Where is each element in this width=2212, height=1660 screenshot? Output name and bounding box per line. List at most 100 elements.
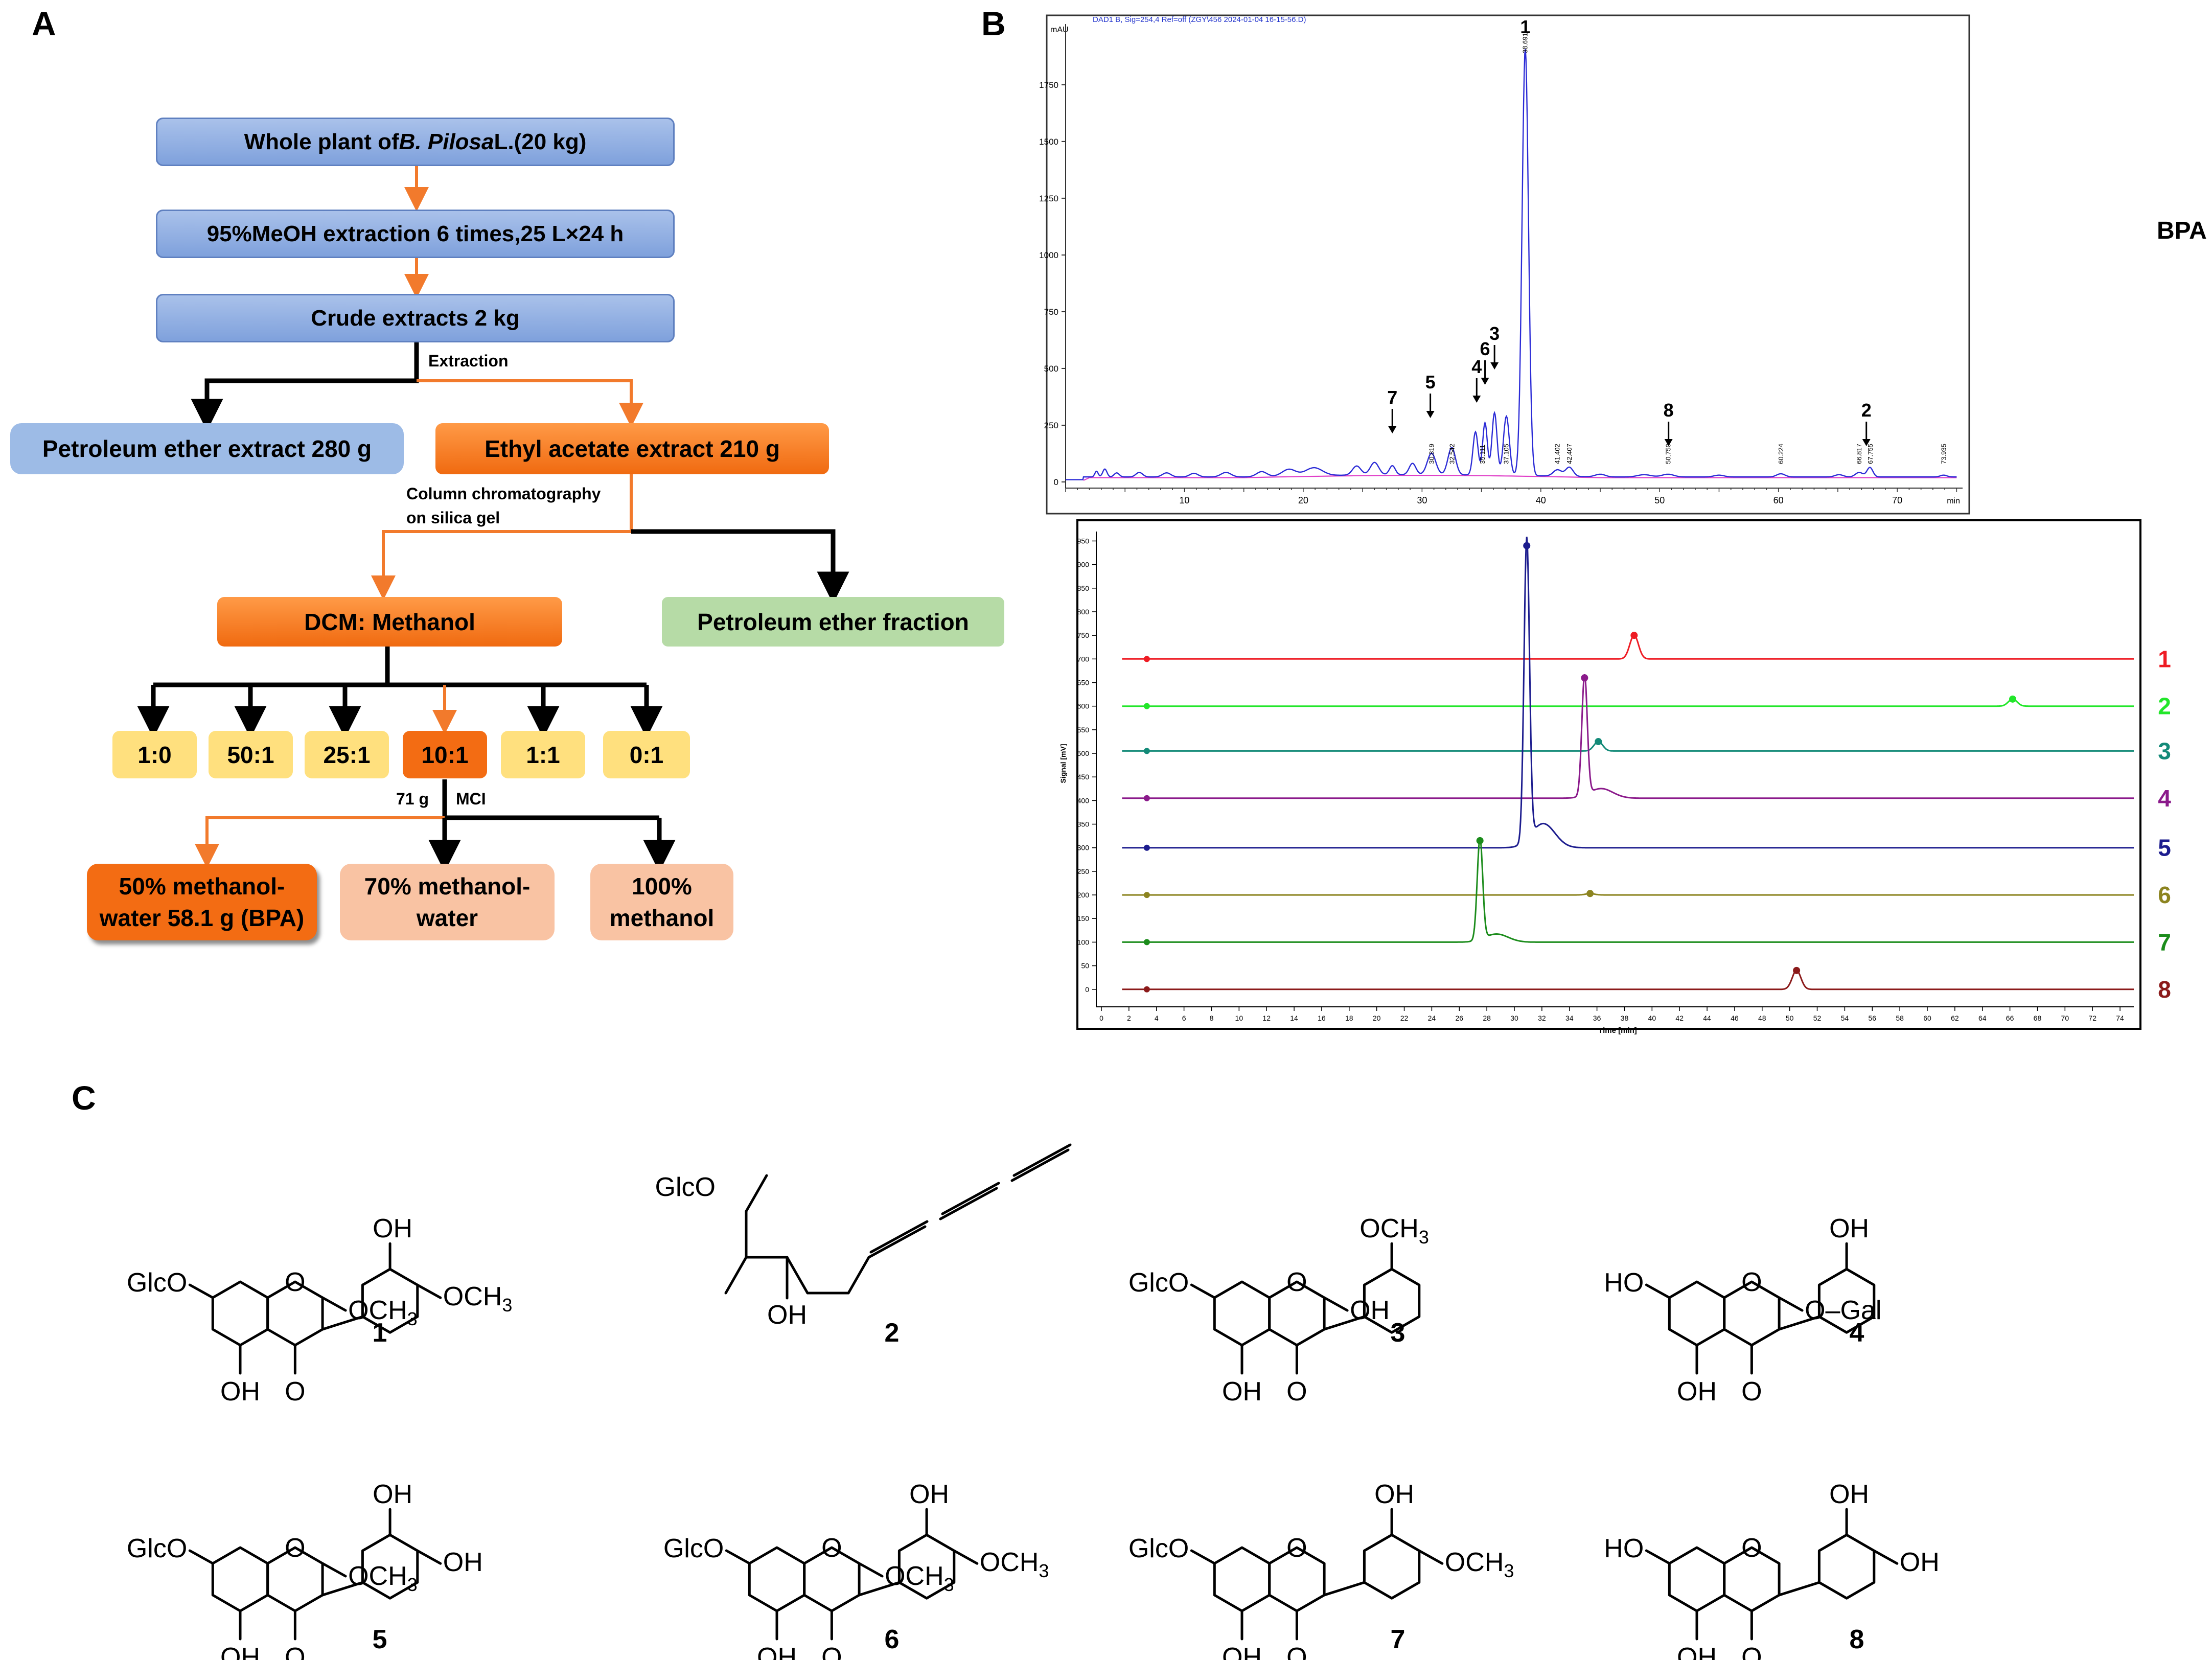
chain-bond-2: [724, 1256, 748, 1295]
oh5-6: OH: [757, 1643, 797, 1660]
output-bpa-line1: 50% methanol-: [119, 873, 285, 900]
ratio-box-4-selected: 10:1: [403, 731, 487, 778]
output-70-line2: water: [416, 905, 478, 931]
compound-name-7: 7: [1390, 1625, 1405, 1654]
compound-name-3: 3: [1390, 1318, 1405, 1348]
bpa-peak-arrowhead: [1862, 439, 1871, 446]
standards-marker-7: [1143, 939, 1150, 946]
bpa-x-tick-label: 10: [1179, 495, 1189, 505]
standards-x-tick-label: 0: [1099, 1014, 1103, 1022]
standards-marker-3: [1143, 748, 1150, 754]
sub7-bond-6: [725, 1549, 751, 1565]
compound-name-2: 2: [884, 1318, 900, 1348]
standards-x-tick-label: 34: [1565, 1014, 1574, 1022]
sub3p-5: OH: [373, 1480, 412, 1509]
standards-x-tick-label: 4: [1155, 1014, 1159, 1022]
alkyne-2: [1010, 1148, 1070, 1182]
standards-marker-6: [1143, 892, 1150, 898]
standards-y-label: Signal [mV]: [1059, 744, 1067, 783]
sub4p-8: OH: [1900, 1548, 1940, 1577]
ethyl-acetate-extract: Ethyl acetate extract 210 g: [435, 423, 829, 474]
output-bpa-line2: water 58.1 g (BPA): [99, 905, 305, 931]
standards-peak-marker-6: [1586, 890, 1594, 897]
standards-label-7: 7: [2158, 929, 2171, 955]
sub4p-bond-1: [416, 1283, 442, 1299]
bond-b-link-1: [321, 1315, 364, 1331]
column-note-2: on silica gel: [406, 509, 500, 527]
standards-trace-2: [1122, 698, 2134, 707]
standards-y-tick-label: 550: [1077, 726, 1090, 734]
sub7-bond-5: [188, 1549, 214, 1565]
standards-label-3: 3: [2158, 737, 2171, 764]
standards-x-tick-label: 24: [1428, 1014, 1436, 1022]
standards-x-tick-label: 26: [1455, 1014, 1463, 1022]
sub7-7: GlcO: [1128, 1534, 1189, 1563]
bpa-x-tick-label: 50: [1654, 495, 1665, 505]
bpa-y-tick-label: 1000: [1039, 250, 1058, 260]
sub3-4: O–Gal: [1805, 1296, 1881, 1325]
ring-o-1: O: [285, 1267, 305, 1297]
standards-label-1: 1: [2158, 645, 2171, 672]
standards-x-tick-label: 52: [1813, 1014, 1822, 1022]
bond-b-link-5: [321, 1581, 364, 1597]
standards-x-tick-label: 20: [1373, 1014, 1381, 1022]
mci-note: MCI: [456, 790, 486, 808]
chain-bond-2: [786, 1256, 809, 1295]
bpa-y-tick-label: 1750: [1039, 80, 1058, 90]
bond-b-link-8: [1778, 1581, 1821, 1597]
standards-x-tick-label: 48: [1758, 1014, 1766, 1022]
bpa-rt-label: 35.111: [1479, 445, 1486, 464]
output-70-methanol: 70% methanol- water: [340, 864, 555, 940]
standards-y-tick-label: 850: [1077, 584, 1090, 592]
standards-x-tick-label: 28: [1483, 1014, 1491, 1022]
sub4p-bond-6: [953, 1549, 979, 1565]
bond-b-link-4: [1778, 1315, 1821, 1331]
standards-x-tick-label: 70: [2061, 1014, 2069, 1022]
bpa-peak-label-4: 4: [1471, 356, 1482, 377]
sub7-4: HO: [1604, 1268, 1644, 1298]
ring-o-4: O: [1741, 1267, 1762, 1297]
standards-axes: 0501001502002503003504004505005506006507…: [1077, 532, 2134, 1022]
sub3p-1: OH: [373, 1214, 412, 1243]
carbonyl-o-8: O: [1741, 1643, 1762, 1660]
ring-a-5: [211, 1546, 269, 1612]
sub4p-6: OCH3: [980, 1548, 1049, 1581]
standards-x-tick-label: 50: [1786, 1014, 1794, 1022]
compound-name-6: 6: [884, 1625, 900, 1654]
standards-label-5: 5: [2158, 835, 2171, 861]
standards-y-tick-label: 150: [1077, 914, 1090, 923]
bpa-y-tick-label: 1500: [1039, 137, 1058, 147]
standards-trace-3: [1122, 741, 2134, 752]
oh5-7: OH: [1222, 1643, 1262, 1660]
bpa-rt-label: 66.817: [1855, 444, 1863, 464]
sub4p-7: OCH3: [1445, 1548, 1514, 1581]
bpa-chromatogram-frame: [1046, 14, 1970, 515]
sub7-3: GlcO: [1128, 1268, 1189, 1298]
standards-x-tick-label: 2: [1127, 1014, 1131, 1022]
chain-down2-2: [745, 1174, 768, 1213]
sub3-bond-3: [1323, 1296, 1349, 1312]
standards-x-tick-label: 16: [1318, 1014, 1326, 1022]
standards-y-tick-label: 200: [1077, 891, 1090, 899]
sub3-6: OCH3: [885, 1561, 954, 1595]
standards-x-tick-label: 42: [1675, 1014, 1684, 1022]
standards-y-tick-label: 50: [1081, 962, 1089, 970]
alkyne-2: [939, 1187, 998, 1220]
sub7-5: GlcO: [127, 1534, 187, 1563]
ring-o-3: O: [1286, 1267, 1307, 1297]
standards-label-8: 8: [2158, 976, 2171, 1003]
ratio-box-6: 0:1: [603, 731, 690, 778]
sub4p-bond-7: [1418, 1549, 1444, 1565]
bpa-x-tick-label: 40: [1536, 495, 1546, 505]
ratio-box-5: 1:1: [501, 731, 585, 778]
carbonyl-o-4: O: [1741, 1377, 1762, 1407]
sub4p-1: OCH3: [443, 1282, 513, 1316]
standards-x-tick-label: 22: [1400, 1014, 1409, 1022]
standards-y-tick-label: 700: [1077, 655, 1090, 663]
ring-a-8: [1668, 1546, 1726, 1612]
standards-x-tick-label: 60: [1923, 1014, 1931, 1022]
sub3-1: OCH3: [348, 1296, 418, 1329]
standards-peak-marker-8: [1793, 966, 1801, 974]
standards-x-tick-label: 38: [1621, 1014, 1629, 1022]
standards-x-tick-label: 54: [1841, 1014, 1849, 1022]
